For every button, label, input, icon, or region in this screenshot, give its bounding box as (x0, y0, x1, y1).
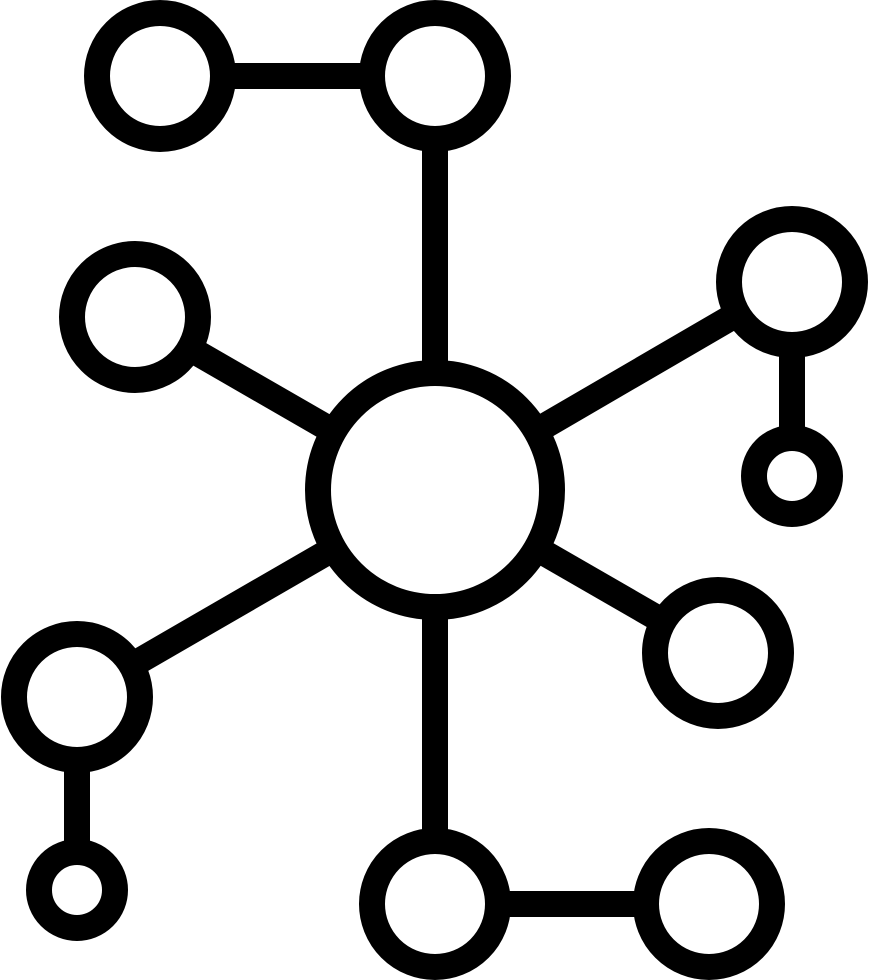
node-top (359, 0, 511, 152)
node-lower-right (642, 577, 794, 729)
node-bottom-right (633, 828, 785, 980)
node-left (59, 241, 211, 393)
node-right (716, 206, 868, 358)
node-top-left (84, 0, 236, 152)
node-small-right (741, 425, 843, 527)
node-hub (305, 360, 565, 620)
node-lower-left (1, 621, 153, 773)
node-small-left (26, 839, 128, 941)
node-bottom (359, 828, 511, 980)
